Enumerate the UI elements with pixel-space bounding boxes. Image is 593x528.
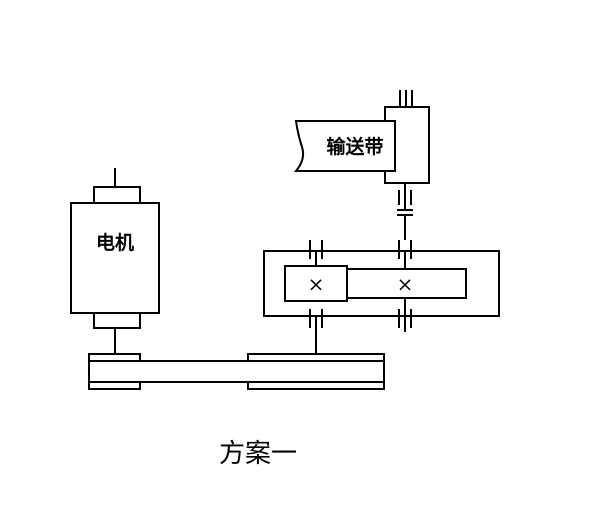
conveyor-belt: [293, 120, 396, 172]
conveyor-label: 输送带: [326, 135, 383, 158]
motor-body: [70, 202, 160, 314]
belt-drive: [88, 353, 385, 390]
motor-top-cap: [93, 186, 141, 204]
motor-bottom-cap: [93, 312, 141, 329]
gearbox: × ×: [263, 240, 500, 354]
gear-mark: ×: [397, 272, 414, 296]
large-gear: [346, 268, 467, 299]
diagram-caption: 方案一: [219, 439, 297, 469]
conveyor: 输送带: [293, 90, 430, 184]
coupling: [397, 183, 413, 240]
gear-mark: ×: [308, 272, 325, 296]
motor-label: 电机: [96, 231, 134, 254]
belt: [88, 360, 385, 383]
motor: 电机: [70, 168, 160, 354]
